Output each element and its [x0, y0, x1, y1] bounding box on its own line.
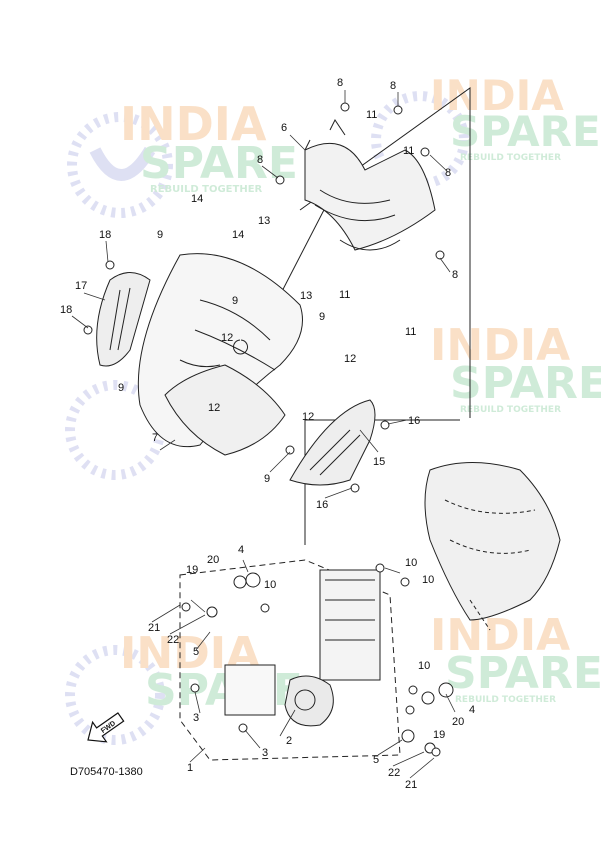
callout-10: 10 — [264, 579, 276, 591]
callout-5: 5 — [373, 754, 379, 766]
side-cover-right — [289, 399, 376, 486]
callout-8: 8 — [257, 154, 263, 166]
watermark-logo-right-top: INDIA SPARE REBUILD TOGETHER — [371, 71, 601, 189]
callout-9: 9 — [319, 311, 325, 323]
callout-8: 8 — [452, 269, 458, 281]
watermark-line1: INDIA — [120, 97, 267, 151]
callout-9: 9 — [118, 382, 124, 394]
headlight-assembly — [179, 559, 401, 761]
callout-18: 18 — [99, 229, 111, 241]
callout-12: 12 — [344, 353, 356, 365]
watermark-logo-top: INDIA SPARE REBUILD TOGETHER — [67, 97, 298, 218]
callout-21: 21 — [148, 622, 160, 634]
watermark-logo-mid: INDIA SPARE REBUILD TOGETHER — [65, 320, 601, 480]
callout-16: 16 — [408, 415, 420, 427]
callout-8: 8 — [445, 167, 451, 179]
callout-22: 22 — [388, 767, 400, 779]
callout-19: 19 — [186, 564, 198, 576]
diagram-code: D705470-1380 — [70, 766, 143, 778]
watermark-tagline: REBUILD TOGETHER — [460, 405, 561, 415]
watermark-line1: INDIA — [430, 320, 570, 371]
watermark-line2: SPARE — [450, 358, 601, 409]
callout-17: 17 — [75, 280, 87, 292]
watermark-line2: SPARE — [145, 665, 303, 716]
fasteners — [83, 102, 454, 757]
callout-18: 18 — [60, 304, 72, 316]
watermark-tagline: REBUILD TOGETHER — [150, 184, 263, 195]
watermark-tagline: REBUILD TOGETHER — [460, 153, 561, 163]
watermark-line2: SPARE — [450, 107, 601, 156]
callout-3: 3 — [262, 747, 268, 759]
watermark-line1: INDIA — [430, 610, 570, 661]
callout-14: 14 — [232, 229, 244, 241]
watermark-tagline: REBUILD TOGETHER — [455, 695, 556, 705]
rear-bracket — [424, 462, 561, 631]
callout-5: 5 — [193, 646, 199, 658]
callout-6: 6 — [281, 122, 287, 134]
callout-21: 21 — [405, 779, 417, 791]
callout-10: 10 — [418, 660, 430, 672]
callout-3: 3 — [193, 712, 199, 724]
watermark-line2: SPARE — [140, 138, 298, 189]
watermark-logo-bottom: INDIA SPARE INDIA SPARE REBUILD TOGETHER — [65, 610, 601, 745]
callout-11: 11 — [403, 145, 414, 157]
callout-12: 12 — [221, 332, 233, 344]
callout-4: 4 — [238, 544, 244, 556]
callout-20: 20 — [452, 716, 464, 728]
callout-7: 7 — [152, 432, 158, 444]
callout-11: 11 — [405, 326, 416, 338]
callout-11: 11 — [339, 289, 350, 301]
callout-8: 8 — [337, 77, 343, 89]
callout-13: 13 — [300, 290, 312, 302]
callout-9: 9 — [232, 295, 238, 307]
callout-4: 4 — [469, 704, 475, 716]
watermark: INDIA SPARE REBUILD TOGETHER INDIA SPARE… — [65, 71, 601, 745]
fwd-label: FWD — [100, 720, 117, 735]
inner-cowl — [304, 119, 436, 251]
callout-12: 12 — [208, 402, 220, 414]
callout-15: 15 — [373, 456, 385, 468]
callout-8: 8 — [390, 80, 396, 92]
callout-19: 19 — [433, 729, 445, 741]
callout-labels: 8 8 11 6 11 8 8 14 13 14 18 9 8 17 13 11… — [60, 77, 475, 791]
front-cowling — [137, 253, 303, 456]
side-panel — [96, 272, 151, 367]
callout-1: 1 — [187, 762, 193, 774]
watermark-line2: SPARE — [445, 648, 601, 699]
callout-10: 10 — [405, 557, 417, 569]
callout-9: 9 — [157, 229, 163, 241]
leader-lines — [71, 90, 456, 779]
callout-2: 2 — [286, 735, 292, 747]
callout-16: 16 — [316, 499, 328, 511]
callout-13: 13 — [258, 215, 270, 227]
watermark-line1: INDIA — [430, 71, 564, 120]
callout-12: 12 — [302, 411, 314, 423]
callout-22: 22 — [167, 634, 179, 646]
parts-artwork — [83, 87, 561, 761]
callout-14: 14 — [191, 193, 203, 205]
callout-20: 20 — [207, 554, 219, 566]
callout-9: 9 — [264, 473, 270, 485]
callout-10: 10 — [422, 574, 434, 586]
callout-11: 11 — [366, 109, 377, 121]
